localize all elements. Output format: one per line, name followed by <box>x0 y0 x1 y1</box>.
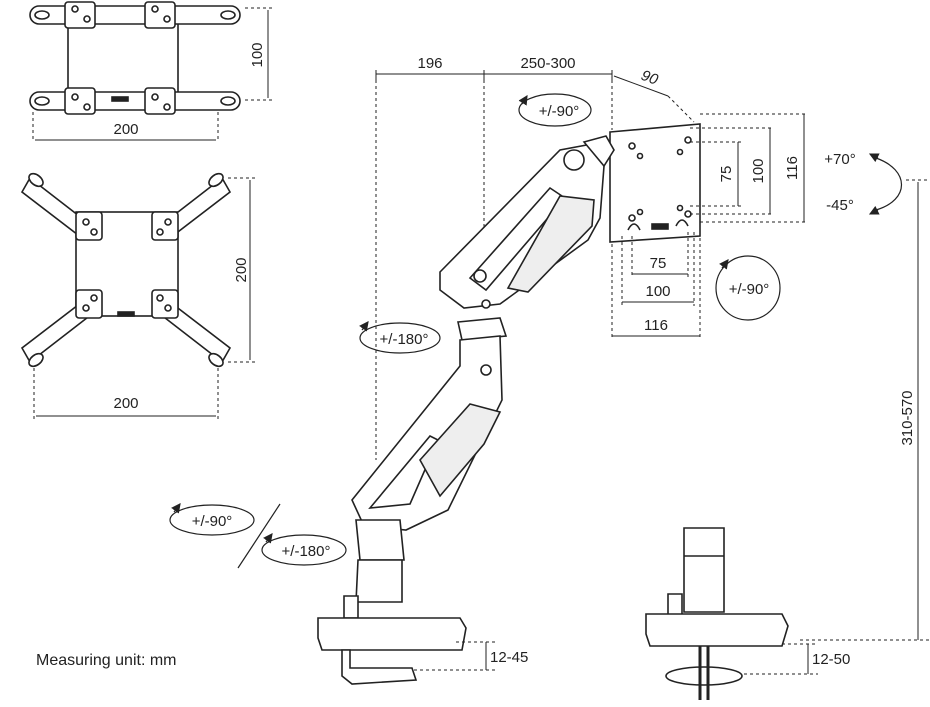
rotate-indicator <box>715 255 781 321</box>
tilt-up-label: +70° <box>824 151 855 168</box>
elbow-joint <box>457 317 508 341</box>
grommet-dimline <box>744 643 818 675</box>
vesa-bottom-height-label: 200 <box>233 257 250 282</box>
elbow-rotation-label: +/-180° <box>380 331 429 348</box>
vesa-top-dimlines <box>32 7 275 142</box>
plate-116-horizontal-label: 116 <box>644 317 668 334</box>
vesa-plate <box>609 123 701 243</box>
vesa-bracket-bottom <box>20 172 232 368</box>
lower-arm <box>351 335 503 531</box>
elbow-rotation-indicator <box>359 321 441 354</box>
plate-horizontal-dimlines <box>611 232 701 340</box>
arm-top-dimlines <box>375 70 695 460</box>
plate-100-horizontal-label: 100 <box>645 283 670 300</box>
vesa-top-height-label: 100 <box>249 42 266 67</box>
base-swivel-b-label: +/-180° <box>282 543 331 560</box>
upper-arm <box>439 135 615 309</box>
tilt-down-label: -45° <box>826 197 854 214</box>
height-dimline <box>800 179 930 641</box>
plate-100-vertical-label: 100 <box>750 158 767 183</box>
head-swivel-indicator <box>518 93 592 127</box>
vesa-bottom-dimlines <box>33 177 258 420</box>
pole-clamp-left <box>317 519 467 685</box>
vesa-bottom-width-label: 200 <box>113 395 138 412</box>
rotate-label: +/-90° <box>729 281 770 298</box>
clamp-dimline <box>414 641 496 671</box>
measuring-unit-caption: Measuring unit: mm <box>36 652 177 669</box>
clamp-range-label: 12-45 <box>490 649 528 666</box>
vesa-top-width-label: 200 <box>113 121 138 138</box>
plate-116-vertical-label: 116 <box>784 156 801 180</box>
grommet-range-label: 12-50 <box>812 651 850 668</box>
head-swivel-label: +/-90° <box>539 103 580 120</box>
dim-250-300-label: 250-300 <box>520 55 575 72</box>
base-swivel-a-label: +/-90° <box>192 513 233 530</box>
pole-grommet-right <box>645 527 789 700</box>
height-range-label: 310-570 <box>899 390 916 445</box>
plate-75-vertical-label: 75 <box>718 166 735 183</box>
dim-196-label: 196 <box>417 55 442 72</box>
tilt-indicator <box>868 153 902 215</box>
dim-90-label: 90 <box>639 67 661 89</box>
plate-vertical-dimlines <box>690 113 808 223</box>
plate-75-horizontal-label: 75 <box>650 255 667 272</box>
base-swivel-indicator <box>169 503 347 569</box>
vesa-bracket-top <box>29 1 241 115</box>
